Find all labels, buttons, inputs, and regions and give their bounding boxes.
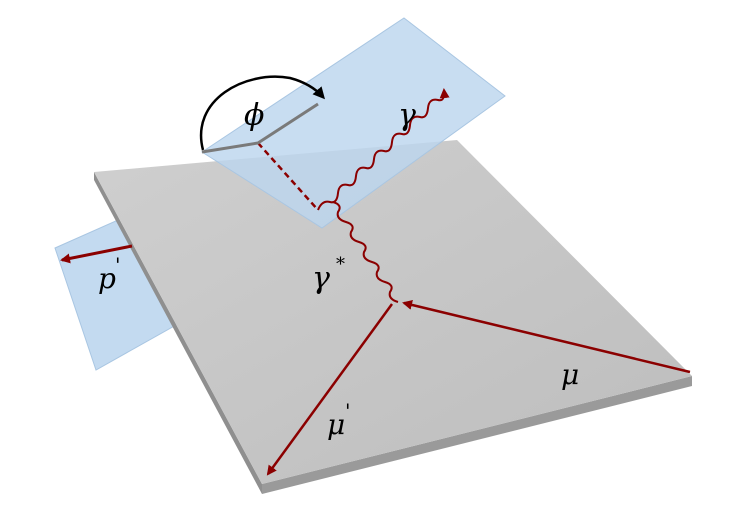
incoming-muon-line <box>402 300 691 374</box>
gamma-star-label: γ <box>312 261 330 296</box>
mu-label: μ <box>561 358 579 391</box>
hadron-plane-upper <box>201 17 506 229</box>
lepton-plane <box>94 140 692 494</box>
plane-intersection-dashed <box>257 142 319 211</box>
real-photon-line <box>317 88 450 211</box>
p-prime-superscript: ' <box>115 253 121 277</box>
gamma-label: γ <box>398 98 416 133</box>
mu-prime-label: μ <box>327 408 345 441</box>
angle-arm <box>201 102 319 154</box>
mu-prime-superscript: ' <box>345 399 351 423</box>
phi-arc-arrow <box>199 75 325 151</box>
outgoing-muon-line <box>266 303 394 476</box>
outgoing-proton-line <box>60 244 133 264</box>
p-prime-label: p <box>98 262 116 295</box>
phi-label: ϕ <box>244 98 264 133</box>
virtual-photon-line <box>332 201 399 303</box>
gamma-star-superscript: * <box>336 254 345 275</box>
